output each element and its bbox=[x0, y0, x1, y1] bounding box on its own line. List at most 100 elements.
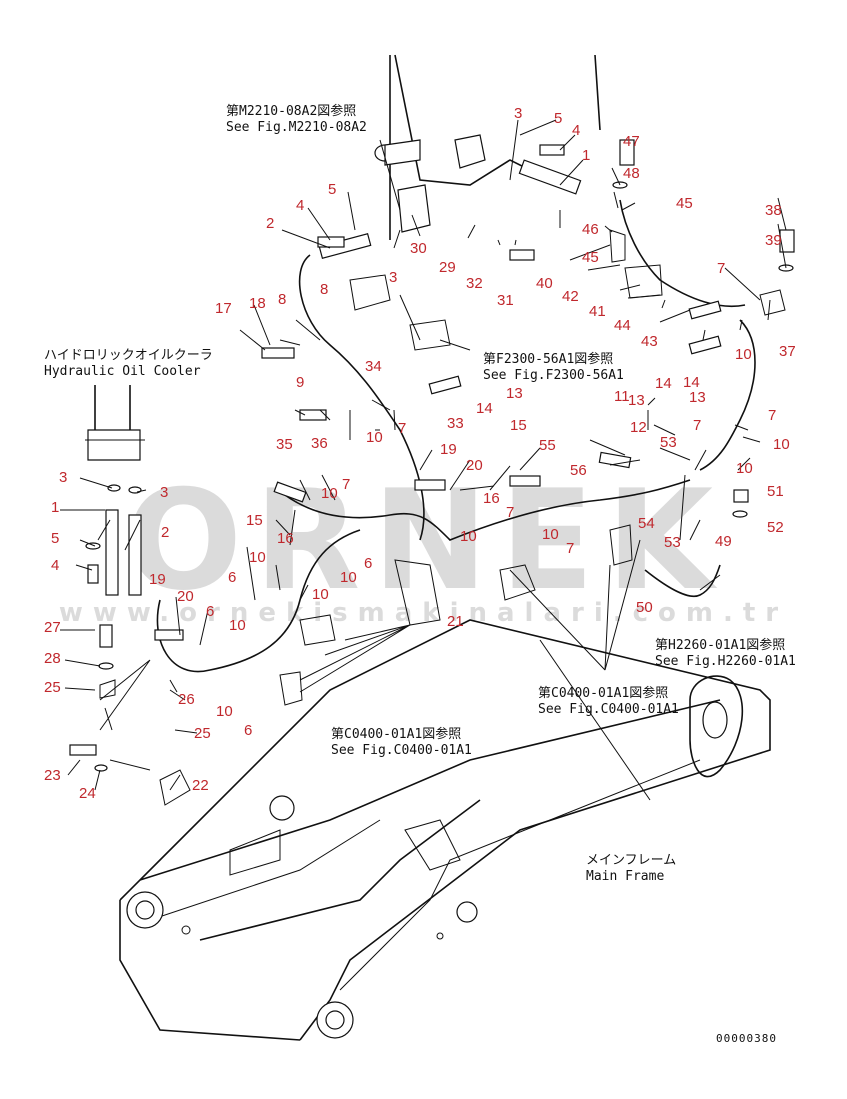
callout: 28 bbox=[44, 650, 61, 667]
callout: 14 bbox=[683, 374, 700, 391]
callout: 16 bbox=[483, 490, 500, 507]
callout: 11 bbox=[614, 388, 630, 405]
callout: 3 bbox=[59, 469, 67, 486]
callout: 6 bbox=[228, 569, 236, 586]
callout: 10 bbox=[773, 436, 790, 453]
callout: 17 bbox=[215, 300, 232, 317]
ref-f2300: 第F2300-56A1図参照 See Fig.F2300-56A1 bbox=[483, 352, 624, 384]
callout: 3 bbox=[389, 269, 397, 286]
callout: 10 bbox=[321, 485, 338, 502]
callout: 46 bbox=[582, 221, 599, 238]
callout: 36 bbox=[311, 435, 328, 452]
callout: 52 bbox=[767, 519, 784, 536]
callout: 10 bbox=[736, 460, 753, 477]
ref-h2260-en: See Fig.H2260-01A1 bbox=[655, 654, 796, 669]
callout: 10 bbox=[216, 703, 233, 720]
callout: 51 bbox=[767, 483, 784, 500]
callout-numbers: 3 5 4 1 47 48 45 46 45 38 39 7 37 10 2 4… bbox=[44, 105, 796, 802]
ref-h2260-jp: 第H2260-01A1図参照 bbox=[655, 638, 786, 653]
callout: 53 bbox=[660, 434, 677, 451]
callout: 49 bbox=[715, 533, 732, 550]
ref-main-frame-jp: メインフレーム bbox=[586, 853, 677, 868]
ref-c0400-right-en: See Fig.C0400-01A1 bbox=[538, 702, 679, 717]
callout: 16 bbox=[277, 530, 294, 547]
callout: 7 bbox=[342, 476, 350, 493]
callout: 6 bbox=[206, 603, 214, 620]
ref-c0400-right: 第C0400-01A1図参照 See Fig.C0400-01A1 bbox=[538, 686, 679, 718]
callout: 53 bbox=[664, 534, 681, 551]
callout: 43 bbox=[641, 333, 658, 350]
ref-c0400-left-jp: 第C0400-01A1図参照 bbox=[331, 727, 462, 742]
callout: 41 bbox=[589, 303, 606, 320]
leader-lines bbox=[60, 119, 787, 801]
callout: 55 bbox=[539, 437, 556, 454]
callout: 30 bbox=[410, 240, 427, 257]
callout: 6 bbox=[364, 555, 372, 572]
callout: 4 bbox=[572, 122, 580, 139]
callout: 14 bbox=[476, 400, 493, 417]
ref-c0400-left: 第C0400-01A1図参照 See Fig.C0400-01A1 bbox=[331, 727, 472, 759]
callout: 5 bbox=[328, 181, 336, 198]
callout: 24 bbox=[79, 785, 96, 802]
callout: 13 bbox=[506, 385, 523, 402]
bolts-washers-drawing bbox=[69, 139, 795, 806]
document-code: 00000380 bbox=[716, 1032, 777, 1045]
ref-m2210-jp: 第M2210-08A2図参照 bbox=[226, 104, 357, 119]
engine-valve-drawing bbox=[318, 54, 601, 260]
ref-c0400-left-en: See Fig.C0400-01A1 bbox=[331, 743, 472, 758]
callout: 2 bbox=[161, 524, 169, 541]
callout: 5 bbox=[51, 530, 59, 547]
callout: 10 bbox=[340, 569, 357, 586]
callout: 32 bbox=[466, 275, 483, 292]
callout: 8 bbox=[278, 291, 286, 308]
callout: 39 bbox=[765, 232, 782, 249]
callout: 4 bbox=[296, 197, 304, 214]
callout: 7 bbox=[693, 417, 701, 434]
ref-cooler: ハイドロリックオイルクーラ Hydraulic Oil Cooler bbox=[44, 348, 213, 380]
callout: 26 bbox=[178, 691, 195, 708]
callout: 5 bbox=[554, 110, 562, 127]
callout: 54 bbox=[638, 515, 655, 532]
callout: 21 bbox=[447, 613, 464, 630]
callout: 12 bbox=[630, 419, 647, 436]
callout: 37 bbox=[779, 343, 796, 360]
callout: 23 bbox=[44, 767, 61, 784]
watermark-brand: ORNEK bbox=[124, 460, 726, 621]
callout: 10 bbox=[249, 549, 266, 566]
ref-m2210-en: See Fig.M2210-08A2 bbox=[226, 120, 367, 135]
callout: 3 bbox=[160, 484, 168, 501]
callout: 1 bbox=[582, 147, 590, 164]
callout: 19 bbox=[440, 441, 457, 458]
callout: 29 bbox=[439, 259, 456, 276]
callout: 14 bbox=[655, 375, 672, 392]
callout: 7 bbox=[398, 420, 406, 437]
callout: 9 bbox=[296, 374, 304, 391]
callout: 7 bbox=[717, 260, 725, 277]
callout: 42 bbox=[562, 288, 579, 305]
callout: 6 bbox=[244, 722, 252, 739]
callout: 15 bbox=[510, 417, 527, 434]
ref-f2300-jp: 第F2300-56A1図参照 bbox=[483, 352, 614, 367]
ref-m2210: 第M2210-08A2図参照 See Fig.M2210-08A2 bbox=[226, 104, 367, 136]
callout: 10 bbox=[229, 617, 246, 634]
callout: 18 bbox=[249, 295, 266, 312]
callout: 50 bbox=[636, 599, 653, 616]
ref-c0400-right-jp: 第C0400-01A1図参照 bbox=[538, 686, 669, 701]
callout: 10 bbox=[542, 526, 559, 543]
callout: 35 bbox=[276, 436, 293, 453]
callout: 10 bbox=[366, 429, 383, 446]
callout: 7 bbox=[768, 407, 776, 424]
ref-cooler-en: Hydraulic Oil Cooler bbox=[44, 364, 201, 379]
callout: 2 bbox=[266, 215, 274, 232]
main-frame-drawing bbox=[119, 619, 771, 1041]
callout: 20 bbox=[466, 457, 483, 474]
callout: 44 bbox=[614, 317, 631, 334]
callout: 1 bbox=[51, 499, 59, 516]
callout: 27 bbox=[44, 619, 61, 636]
callout: 40 bbox=[536, 275, 553, 292]
ref-cooler-jp: ハイドロリックオイルクーラ bbox=[44, 348, 213, 363]
callout: 13 bbox=[689, 389, 706, 406]
callout: 19 bbox=[149, 571, 166, 588]
ref-f2300-en: See Fig.F2300-56A1 bbox=[483, 368, 624, 383]
